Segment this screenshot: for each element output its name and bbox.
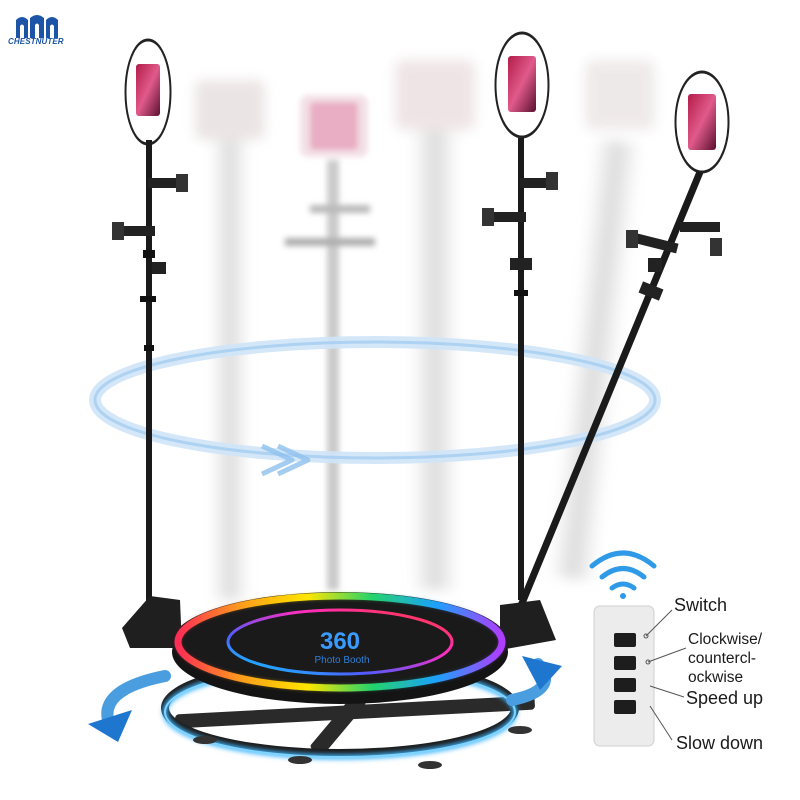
left-light-pole: [112, 38, 188, 620]
motion-blur-ghosts: [195, 60, 655, 600]
remote-switch-button: [614, 633, 636, 647]
switch-label: Switch: [674, 595, 728, 615]
remote-direction-button: [614, 656, 636, 670]
slow-down-label: Slow down: [676, 733, 764, 753]
direction-label-line-3: ockwise: [688, 669, 744, 686]
center-ghost-pole: [285, 95, 375, 590]
turntable-logo-number: 360: [320, 628, 360, 655]
speed-up-label: Speed up: [686, 688, 764, 708]
turntable-base: 360 Photo Booth: [122, 592, 556, 769]
direction-label-line-1: Clockwise/: [688, 631, 763, 648]
direction-label: Clockwise/ countercl- ockwise: [688, 630, 798, 687]
remote-slow-down-button: [614, 700, 636, 714]
brand-name: CHESTNUTER: [8, 37, 64, 46]
turntable-logo-text: Photo Booth: [314, 655, 369, 666]
remote-control: [593, 605, 687, 747]
right-light-pole-tilted: [516, 70, 730, 610]
brand-logo: [16, 15, 58, 38]
right-light-pole-upright: [482, 31, 558, 600]
rotation-arrows: [88, 656, 562, 742]
wireless-signal-icon: [589, 550, 657, 599]
remote-speed-up-button: [614, 678, 636, 692]
direction-label-line-2: countercl-: [688, 650, 757, 667]
rotation-orbit: [89, 336, 661, 477]
